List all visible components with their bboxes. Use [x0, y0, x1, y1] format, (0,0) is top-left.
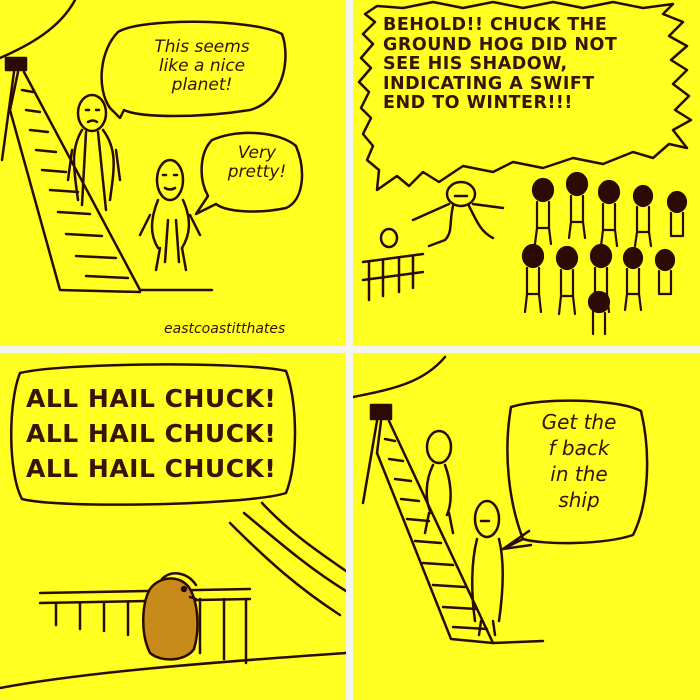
crowd-member [622, 246, 644, 312]
ground-line [0, 651, 346, 690]
speech-line: Very [237, 143, 277, 163]
speech-bubble-left [100, 20, 287, 120]
ship-ramp [361, 419, 545, 645]
panel-1: This seems like a nice planet! Very pret… [0, 0, 346, 346]
speech-line: pretty! [227, 162, 287, 183]
ship-ramp [0, 70, 214, 294]
speech-line: This seems [154, 37, 250, 57]
speech-line: in the [550, 462, 608, 486]
announcement-text: BEHOLD!! CHUCK THE GROUND HOG DID NOT SE… [383, 15, 673, 114]
panel-3: ALL HAIL CHUCK! ALL HAIL CHUCK! ALL HAIL… [0, 353, 346, 700]
announcement-line: INDICATING A SWIFT [383, 73, 595, 94]
chant-line: ALL HAIL CHUCK! [26, 454, 277, 483]
announcement-line: BEHOLD!! CHUCK THE [383, 15, 608, 35]
speech-line: f back [548, 436, 610, 460]
ship-hatch [369, 403, 393, 421]
panel-2: BEHOLD!! CHUCK THE GROUND HOG DID NOT SE… [353, 0, 700, 346]
ship-hull-outline [0, 0, 77, 60]
chant-text: ALL HAIL CHUCK! ALL HAIL CHUCK! ALL HAIL… [26, 381, 286, 486]
alien-1 [66, 93, 122, 212]
speech-line: like a nice [158, 56, 246, 77]
speech-text-alien-1: This seems like a nice planet! [122, 37, 282, 96]
announcement-line: END TO WINTER!!! [383, 93, 573, 114]
speech-bubble-right [194, 131, 304, 216]
announcement-line: GROUND HOG DID NOT [383, 34, 618, 55]
alien-standing [470, 499, 533, 637]
crowd-member [597, 179, 621, 248]
alien-climbing [423, 429, 455, 535]
chant-tail-lines [228, 501, 346, 617]
speech-bubble [501, 399, 649, 551]
crowd-member [587, 290, 611, 336]
chuck-groundhog [142, 572, 199, 661]
alien-2 [138, 158, 202, 272]
artist-signature: eastcoastitthates [164, 321, 286, 337]
speech-text: Get the f back in the ship [519, 409, 639, 513]
chuck-groundhog-on-stand [361, 227, 425, 302]
crowd-member [632, 184, 654, 248]
announcement-jagged-bubble [357, 0, 693, 192]
crowd-member [666, 190, 688, 238]
crowd [521, 171, 688, 336]
crowd-member [565, 171, 589, 240]
chant-speech-bubble [10, 363, 297, 506]
ship-hatch [4, 56, 28, 72]
panel-4: Get the f back in the ship [353, 353, 700, 700]
announcer-figure [411, 180, 505, 248]
chant-line: ALL HAIL CHUCK! [26, 419, 277, 448]
speech-text-alien-2: Very pretty! [214, 143, 300, 183]
panel-2-drawing [357, 0, 693, 336]
crowd-member [654, 248, 676, 296]
announcement-line: SEE HIS SHADOW, [383, 54, 568, 75]
panel-3-drawing [0, 363, 346, 690]
speech-line: ship [558, 488, 600, 512]
speech-line: planet! [171, 75, 233, 96]
panel-4-drawing [353, 355, 649, 645]
crowd-member [521, 243, 545, 314]
crowd-member [531, 177, 555, 246]
panel-1-drawing [0, 0, 304, 294]
crowd-member [555, 245, 579, 316]
speech-line: Get the [541, 410, 617, 434]
ship-hull-outline [353, 355, 447, 399]
chant-line: ALL HAIL CHUCK! [26, 384, 277, 413]
